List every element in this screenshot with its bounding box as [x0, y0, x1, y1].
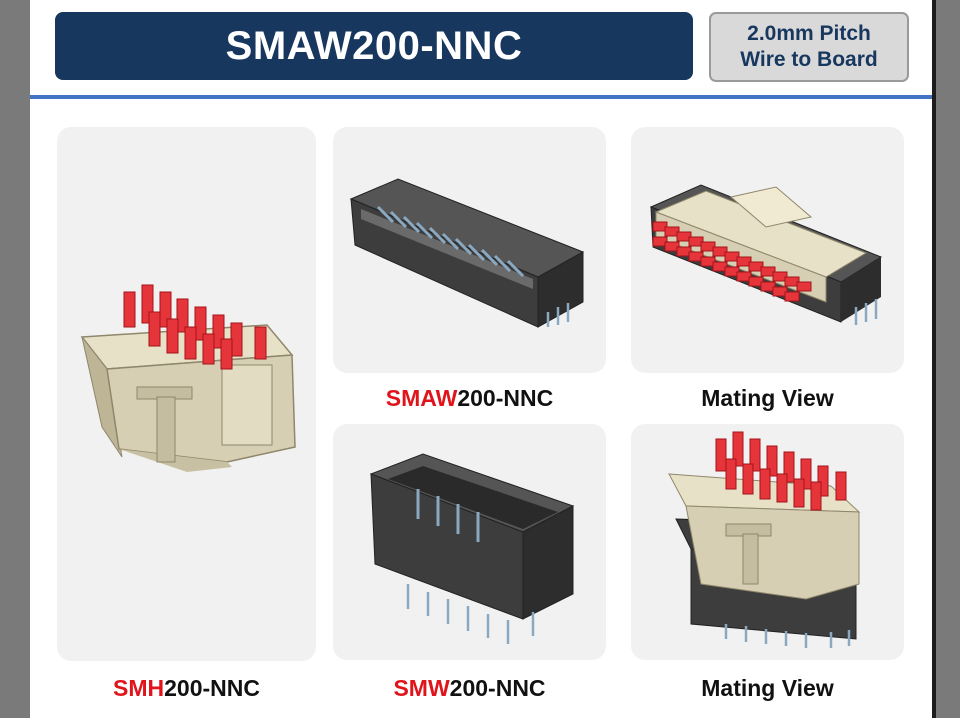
caption-smw: SMW200-NNC: [333, 675, 606, 702]
mating-view-top-illustration: [649, 184, 883, 325]
caption-mating-view-top: Mating View: [631, 385, 904, 412]
caption-smh-suffix: 200-NNC: [164, 675, 260, 701]
caption-smaw-suffix: 200-NNC: [457, 385, 554, 411]
caption-mating-view-bottom-text: Mating View: [701, 675, 834, 701]
smw-header-illustration: [369, 453, 575, 644]
pitch-badge-line2: Wire to Board: [740, 48, 878, 71]
caption-mating-view-bottom: Mating View: [631, 675, 904, 702]
caption-smw-suffix: 200-NNC: [449, 675, 546, 701]
caption-smaw-prefix: SMAW: [385, 385, 458, 411]
mating-view-bottom-illustration: [668, 431, 861, 648]
caption-mating-view-top-text: Mating View: [701, 385, 834, 411]
page-title-text: SMAW200-NNC: [225, 23, 523, 68]
smaw-header-illustration: [349, 178, 585, 328]
caption-smw-prefix: SMW: [393, 675, 450, 701]
datasheet-page: SMAW200-NNC 2.0mm Pitch Wire to Board: [30, 0, 932, 718]
pitch-badge-line1: 2.0mm Pitch: [747, 22, 871, 45]
product-image-smh-housing: [57, 127, 316, 661]
header-divider: [30, 95, 932, 99]
page-edge: [932, 0, 936, 718]
product-image-mating-view-top: [631, 127, 904, 373]
caption-smh: SMH200-NNC: [57, 675, 316, 702]
product-image-smw-header: [333, 424, 606, 660]
product-image-mating-view-bottom: [631, 424, 904, 660]
product-image-smaw-header: [333, 127, 606, 373]
caption-smh-prefix: SMH: [113, 675, 165, 701]
pitch-badge: 2.0mm Pitch Wire to Board: [709, 12, 909, 82]
caption-smaw: SMAW200-NNC: [333, 385, 606, 412]
page-title: SMAW200-NNC: [55, 12, 693, 80]
smh-housing-illustration: [80, 284, 296, 472]
